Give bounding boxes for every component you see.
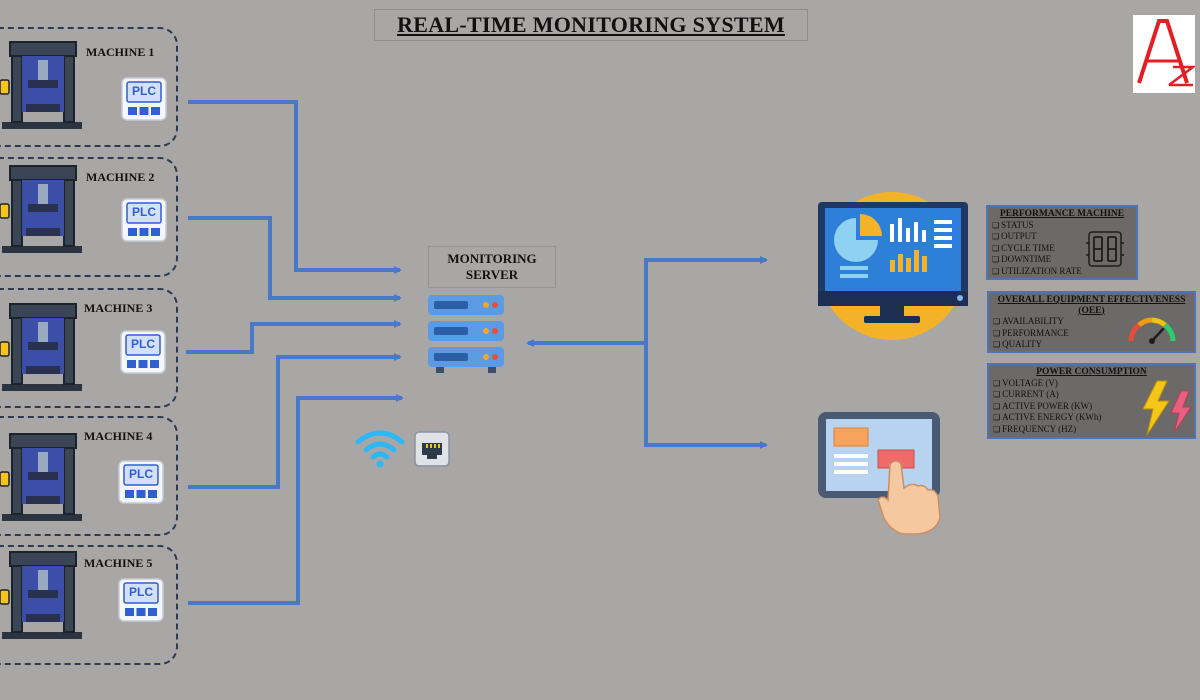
power-panel: POWER CONSUMPTION VOLTAGE (V) CURRENT (A…	[987, 363, 1196, 439]
performance-item-downtime: DOWNTIME	[992, 254, 1136, 266]
plc-label-1: PLC	[132, 84, 156, 98]
performance-panel-title: PERFORMANCE MACHINE	[999, 209, 1125, 219]
performance-item-output: OUTPUT	[992, 231, 1136, 243]
lightning-icon	[1142, 380, 1192, 436]
digital-counter-icon	[1086, 231, 1124, 267]
machine-press-icon	[0, 303, 82, 391]
machine-label-3: MACHINE 3	[84, 301, 153, 315]
power-panel-title: POWER CONSUMPTION	[1036, 367, 1147, 377]
machine-press-icon	[0, 551, 82, 639]
plc-icon	[121, 77, 167, 121]
plc-label-5: PLC	[129, 585, 153, 599]
plc-icon	[118, 578, 164, 622]
server-icon	[428, 295, 504, 373]
plc-icon	[121, 198, 167, 242]
performance-item-cycle-time: CYCLE TIME	[992, 243, 1136, 255]
machine-label-4: MACHINE 4	[84, 429, 153, 443]
oee-panel: OVERALL EQUIPMENT EFFECTIVENESS (OEE) AV…	[987, 291, 1196, 353]
machine-press-icon	[0, 41, 82, 129]
link-machine-3	[186, 320, 402, 354]
oee-item-performance: PERFORMANCE	[993, 328, 1194, 340]
link-to-tablet	[644, 343, 768, 449]
server-label-line2: SERVER	[465, 267, 519, 282]
power-item-active-energy: ACTIVE ENERGY (KWh)	[993, 412, 1194, 424]
wifi-icon	[355, 430, 405, 468]
machine-label-1: MACHINE 1	[86, 45, 155, 59]
plc-label-2: PLC	[132, 205, 156, 219]
gauge-icon	[1128, 317, 1176, 344]
power-item-active-power: ACTIVE POWER (KW)	[993, 401, 1194, 413]
machine-label-5: MACHINE 5	[84, 556, 153, 570]
brand-logo	[1133, 15, 1195, 93]
link-machine-2	[188, 216, 402, 302]
plc-icon	[120, 330, 166, 374]
plc-label-4: PLC	[129, 467, 153, 481]
oee-panel-title: OVERALL EQUIPMENT EFFECTIVENESS	[997, 295, 1186, 305]
machine-box-2	[0, 157, 178, 277]
page-title: REAL-TIME MONITORING SYSTEM	[374, 9, 808, 41]
machine-box-5	[0, 545, 178, 665]
server-label-line1: MONITORING	[447, 251, 537, 266]
link-to-monitor	[644, 256, 768, 343]
performance-panel: PERFORMANCE MACHINE STATUS OUTPUT CYCLE …	[986, 205, 1138, 280]
machine-box-1	[0, 27, 178, 147]
machine-box-4	[0, 416, 178, 536]
link-machine-1	[188, 100, 402, 274]
machine-label-2: MACHINE 2	[86, 170, 155, 184]
server-label: MONITORING SERVER	[428, 246, 556, 288]
ethernet-port-icon	[414, 431, 450, 467]
oee-panel-subtitle: (OEE)	[1078, 305, 1105, 316]
machine-press-icon	[0, 433, 82, 521]
power-item-current: CURRENT (A)	[993, 389, 1194, 401]
performance-item-utilization: UTILIZATION RATE	[992, 266, 1136, 278]
power-item-frequency: FREQUENCY (HZ)	[993, 424, 1194, 436]
oee-item-quality: QUALITY	[993, 339, 1194, 351]
machine-box-3	[0, 288, 178, 408]
performance-item-status: STATUS	[992, 220, 1136, 232]
link-machine-4	[188, 353, 402, 489]
logo-mark-icon	[1137, 19, 1195, 87]
power-item-voltage: VOLTAGE (V)	[993, 378, 1194, 390]
tablet-touch-icon	[818, 412, 941, 535]
oee-item-availability: AVAILABILITY	[993, 316, 1194, 328]
plc-label-3: PLC	[131, 337, 155, 351]
link-machine-5	[188, 394, 404, 605]
monitor-dashboard-icon	[818, 192, 968, 340]
machine-press-icon	[0, 165, 82, 253]
plc-icon	[118, 460, 164, 504]
